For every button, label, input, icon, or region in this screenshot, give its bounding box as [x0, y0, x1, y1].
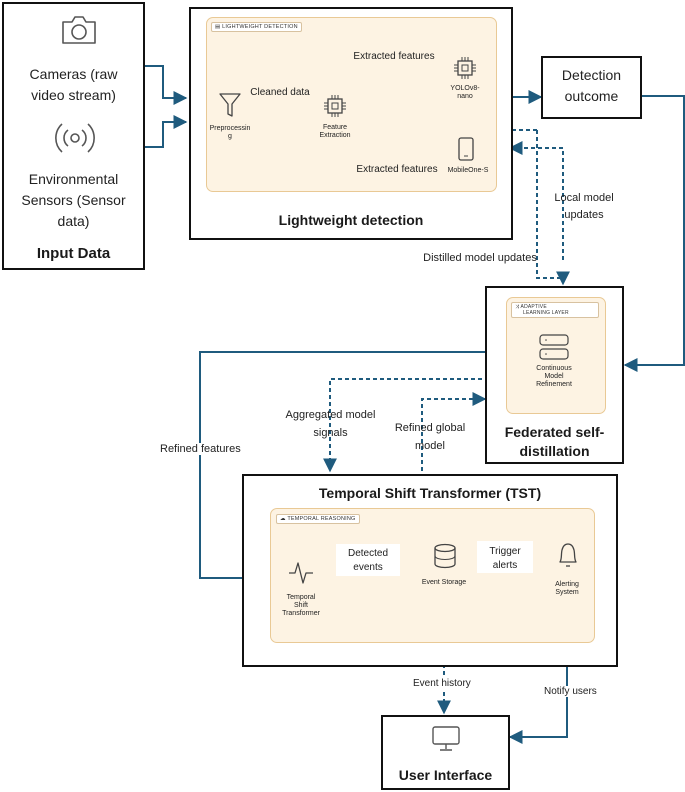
shuffle-icon: ⤨ — [515, 304, 520, 310]
extracted-features-bottom-label: Extracted features — [356, 164, 438, 175]
arrow-aggregated-signals — [323, 378, 510, 473]
notify-users-label: Notify users — [542, 686, 599, 697]
input-data-box: Cameras (raw video stream) Environmental… — [2, 2, 145, 270]
arrow-sensors-to-detection — [143, 115, 188, 148]
temporal-reasoning-panel: ☁ TEMPORAL REASONING — [270, 508, 595, 643]
yolo-label: YOLOv8- nano — [450, 85, 480, 100]
continuous-refinement-label: Continuous Model Refinement — [536, 365, 572, 388]
refined-global-model-label: Refined global model — [394, 422, 466, 452]
arrow-local-model-updates — [508, 141, 564, 260]
lightweight-detection-box: ▤ LIGHTWEIGHT DETECTION Lightweight dete… — [189, 7, 513, 240]
trigger-alerts-box: Trigger alerts — [477, 541, 533, 573]
mobile-phone-icon — [458, 137, 474, 161]
filter-icon — [219, 93, 241, 117]
lightweight-tag: ▤ LIGHTWEIGHT DETECTION — [211, 22, 302, 32]
extracted-features-top-label: Extracted features — [353, 51, 435, 62]
temporal-reasoning-tag: ☁ TEMPORAL REASONING — [276, 514, 360, 524]
server-stack-icon — [539, 334, 569, 360]
input-data-title: Input Data — [36, 245, 111, 262]
detection-outcome-box: Detection outcome — [541, 56, 642, 119]
feature-extraction-label: Feature Extraction — [319, 124, 351, 139]
grid-icon: ▤ — [215, 24, 221, 30]
user-interface-box: User Interface — [381, 715, 510, 790]
waveform-icon — [289, 562, 313, 584]
arrow-outcome-to-federated — [623, 95, 685, 372]
event-history-label: Event history — [411, 678, 473, 689]
detected-events-box: Detected events — [336, 544, 400, 576]
cleaned-data-label: Cleaned data — [250, 87, 310, 98]
event-storage-label: Event Storage — [421, 579, 467, 586]
local-model-updates-label: Local model updates — [554, 192, 614, 221]
camera-icon — [62, 16, 96, 44]
federated-title: Federated self- distillation — [504, 424, 605, 459]
refined-features-label: Refined features — [158, 443, 243, 455]
sensors-label: Environmental Sensors (Sensor data) — [21, 171, 126, 229]
temporal-shift-transformer-label: Temporal Shift Transformer — [282, 594, 320, 617]
preprocessing-label: Preprocessin g — [209, 125, 251, 140]
aggregated-signals-label: Aggregated model signals — [285, 409, 376, 439]
mobileone-label: MobileOne-S — [447, 167, 489, 174]
arrow-distilled-model-updates — [512, 129, 563, 284]
arrow-cameras-to-detection — [143, 65, 188, 105]
cameras-label: Cameras (raw video stream) — [29, 66, 118, 103]
bell-icon — [559, 543, 577, 567]
user-interface-title: User Interface — [398, 767, 493, 783]
tst-title: Temporal Shift Transformer (TST) — [318, 485, 542, 501]
arrow-refined-features — [199, 351, 510, 585]
detection-outcome-label: Detection outcome — [561, 67, 622, 104]
lightweight-title: Lightweight detection — [278, 212, 424, 228]
database-icon — [434, 543, 456, 569]
yolo-chip-icon — [454, 57, 476, 79]
alerting-system-label: Alerting System — [555, 581, 579, 596]
trigger-alerts-label: Trigger alerts — [489, 546, 521, 571]
lightweight-panel: ▤ LIGHTWEIGHT DETECTION — [206, 17, 497, 192]
broadcast-sensor-icon — [55, 123, 95, 153]
chip-icon — [324, 95, 346, 117]
distilled-model-updates-label: Distilled model updates — [423, 252, 537, 264]
detected-events-label: Detected events — [347, 548, 389, 573]
monitor-icon — [432, 726, 460, 751]
cloud-icon: ☁ — [280, 516, 286, 522]
tst-box: Temporal Shift Transformer (TST) ☁ TEMPO… — [242, 474, 618, 667]
arrow-refined-global-model — [421, 392, 487, 471]
